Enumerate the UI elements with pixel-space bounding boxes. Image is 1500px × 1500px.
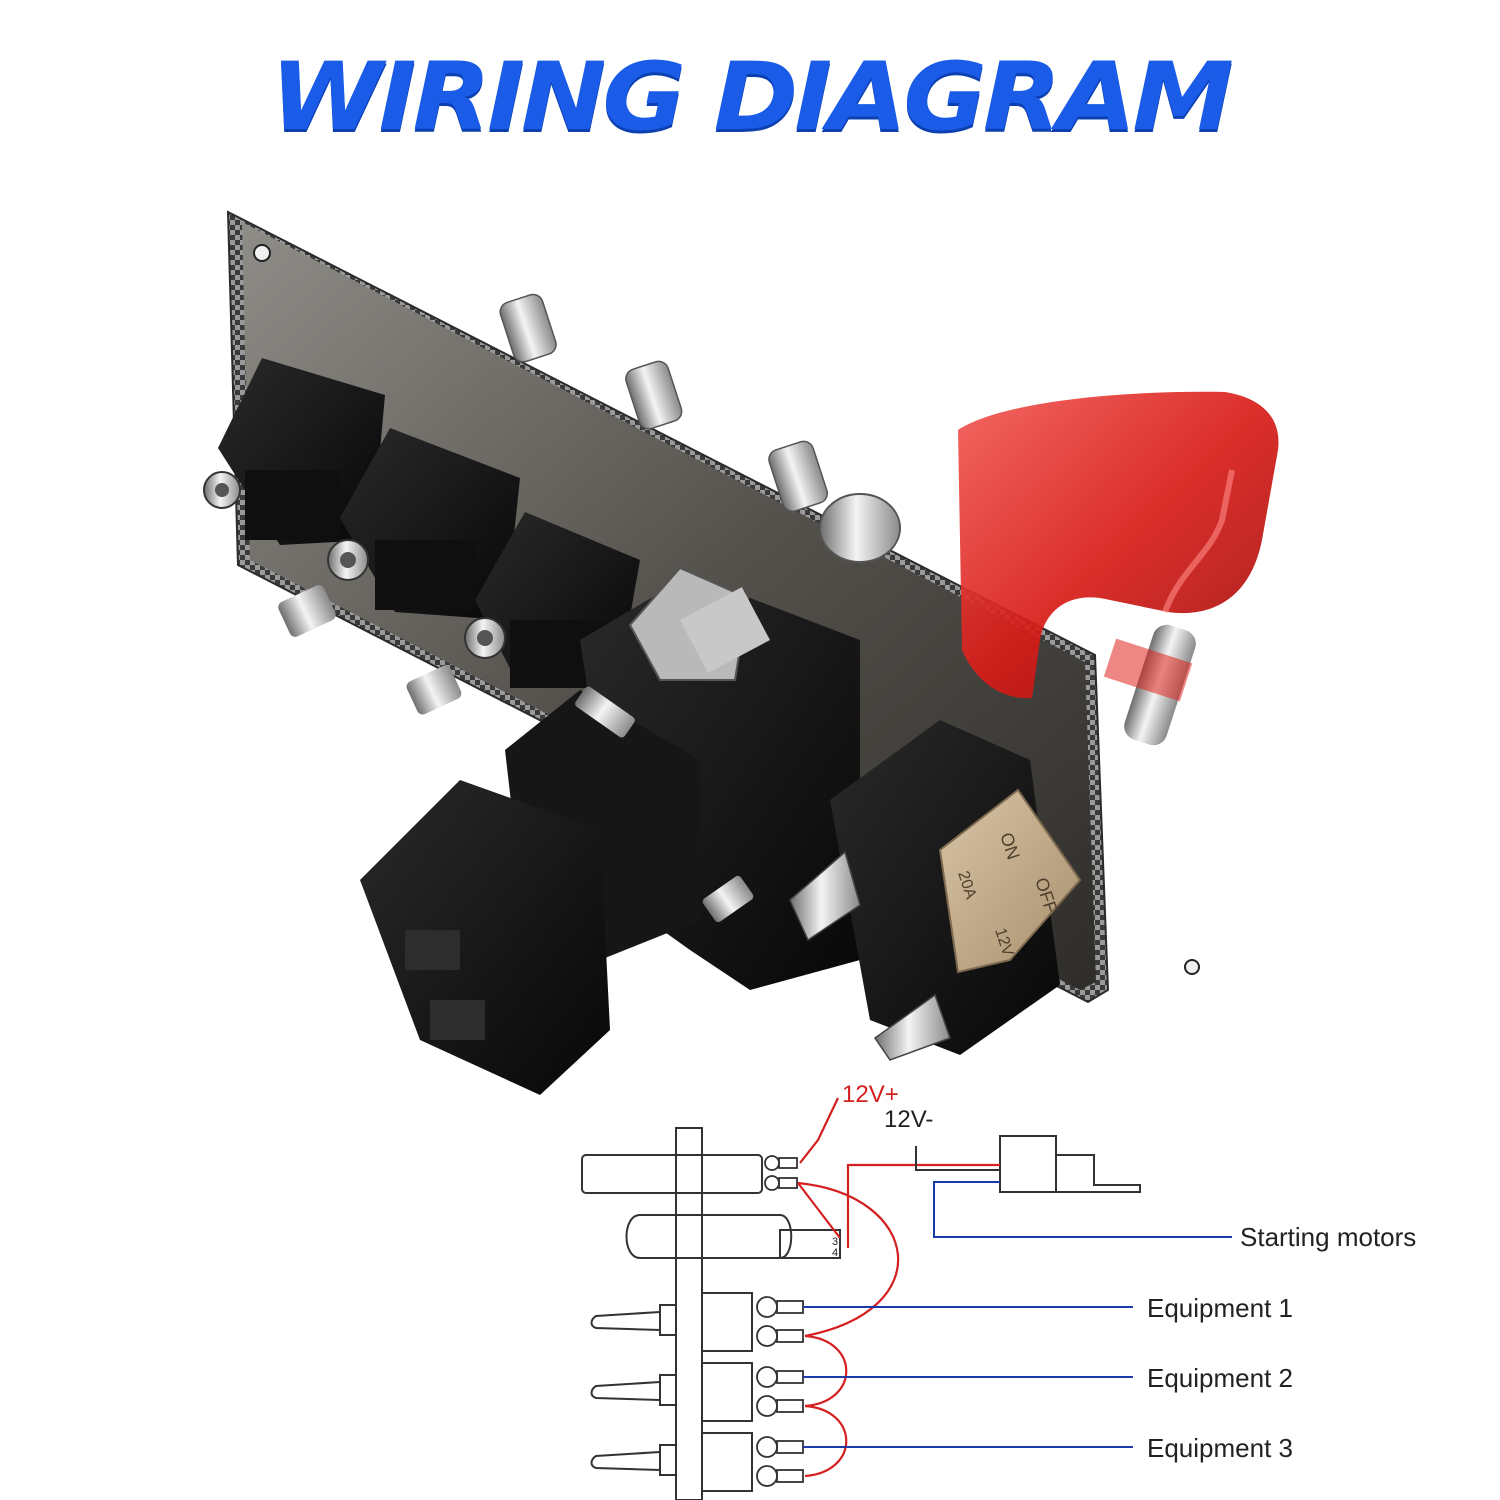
start-button-contacts xyxy=(779,1229,841,1259)
toggle-lever xyxy=(625,360,683,430)
start-to-relay-wire xyxy=(846,1163,1000,1248)
output-wires xyxy=(803,1146,1232,1448)
wiring-schematic xyxy=(581,1127,1141,1500)
starter-relay-symbol xyxy=(999,1135,1057,1193)
ignition-switch-body xyxy=(360,566,860,1095)
pin-label-4: 4 xyxy=(832,1247,838,1259)
supply-negative-label: 12V- xyxy=(884,1106,933,1133)
toggle-switch-body xyxy=(278,428,520,637)
main-to-start-wire xyxy=(797,1182,841,1239)
output-label-equipment-3: Equipment 3 xyxy=(1147,1433,1293,1463)
supply-negative-wire xyxy=(915,1146,1000,1171)
toggle2-to-toggle3-wire xyxy=(804,1404,848,1478)
positive-wires xyxy=(797,1097,1000,1478)
main-to-toggle1-wire xyxy=(797,1181,900,1338)
toggle1-to-toggle2-wire xyxy=(804,1334,848,1408)
output-label-starting-motors: Starting motors xyxy=(1240,1222,1416,1252)
toggle-symbol xyxy=(590,1432,753,1492)
starter-relay-tab xyxy=(1056,1154,1141,1193)
toggle-symbol xyxy=(590,1362,753,1422)
page-title: WIRING DIAGRAM xyxy=(270,42,1234,153)
mounting-hole xyxy=(253,244,271,262)
toggle-lever xyxy=(768,440,829,513)
main-switch-symbol xyxy=(581,1154,763,1194)
main-power-switch-body: ON OFF 20A 12V xyxy=(789,720,1082,1061)
start-button-ring xyxy=(819,493,901,563)
output-label-equipment-1: Equipment 1 xyxy=(1147,1293,1293,1323)
pin-label-3: 3 xyxy=(832,1236,838,1248)
start-button-symbol xyxy=(625,1214,793,1259)
terminal xyxy=(756,1155,804,1487)
output-label-equipment-2: Equipment 2 xyxy=(1147,1363,1293,1393)
supply-positive-wire xyxy=(799,1097,839,1164)
toggle-symbol xyxy=(590,1292,753,1352)
panel-outline xyxy=(675,1127,703,1500)
red-safety-cover xyxy=(958,391,1279,746)
toggle-switch-body xyxy=(203,358,385,545)
supply-positive-label: 12V+ xyxy=(842,1081,899,1108)
switch-panel-photo: ON OFF 20A 12V xyxy=(203,210,1279,1095)
toggle-lever xyxy=(499,293,557,363)
mounting-hole xyxy=(1184,959,1200,975)
starting-motors-wire xyxy=(933,1181,1232,1238)
